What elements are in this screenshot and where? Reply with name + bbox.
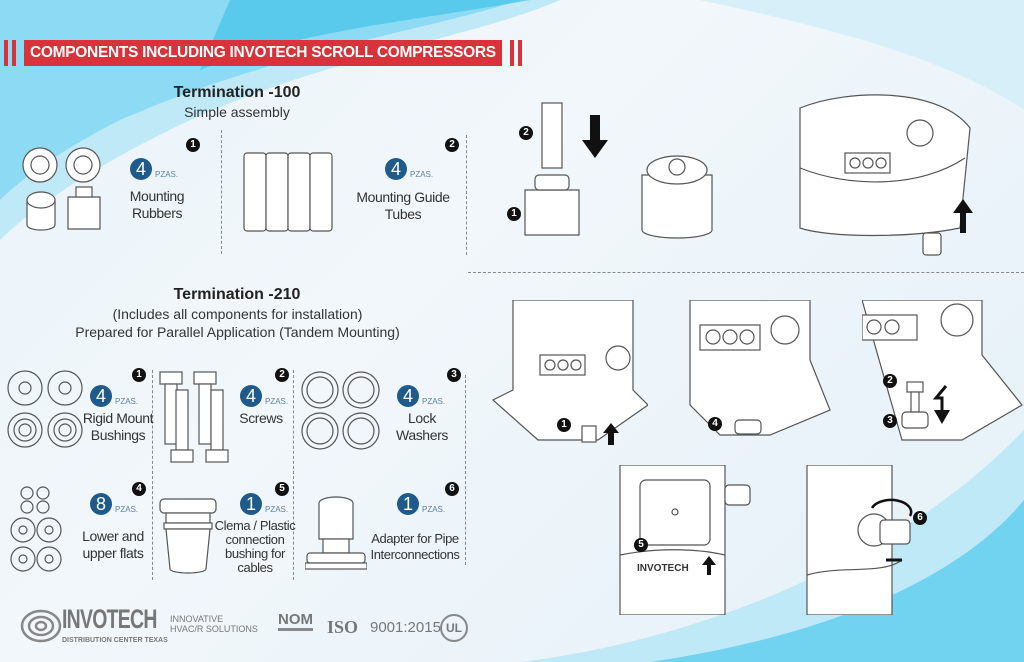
footer-brand-sub: DISTRIBUTION CENTER TEXAS: [62, 637, 168, 644]
termination-210-subtitle-1: (Includes all components for installatio…: [112, 306, 363, 322]
callout-badge: 1: [557, 418, 571, 432]
item-number-badge: 2: [445, 138, 459, 152]
compressor-step6-diagram: [806, 465, 913, 615]
callout-badge: 3: [883, 414, 897, 428]
iso-logo: ISO: [327, 617, 359, 637]
compressor-step5-diagram: INVOTECH: [619, 465, 751, 615]
flats-image: [10, 486, 62, 572]
compressor-base-diagram: [799, 94, 973, 256]
item-number-badge: 1: [132, 368, 146, 382]
callout-badge: 6: [913, 511, 927, 525]
header-title: COMPONENTS INCLUDING INVOTECH SCROLL COM…: [24, 40, 502, 66]
callout-badge: 4: [708, 417, 722, 431]
item-number-badge: 3: [447, 368, 461, 382]
ul-logo: UL: [440, 614, 468, 642]
item-number-badge: 6: [445, 482, 459, 496]
invotech-logo-swirl-icon: [20, 609, 62, 643]
termination-210-subtitle-2: Prepared for Parallel Application (Tande…: [75, 324, 400, 340]
screws-image: [159, 371, 229, 463]
compressor-brand-label: INVOTECH: [637, 563, 689, 574]
item-label-screws: Screws: [239, 410, 283, 426]
guide-tubes-image: [243, 152, 333, 232]
rigid-mount-bushings-image: [7, 370, 83, 448]
cable-bushing-image: [159, 498, 217, 574]
lock-washers-image: [301, 371, 380, 450]
item-number-badge: 5: [275, 482, 289, 496]
callout-badge: 1: [507, 207, 521, 221]
guide-tube-insertion-diagram: [524, 102, 608, 236]
callout-badge: 2: [883, 374, 897, 388]
nom-logo: NOM: [278, 612, 313, 631]
mounting-rubber-diagram: [641, 155, 713, 239]
footer-brand: INVOTECH: [62, 604, 157, 634]
callout-badge: 2: [519, 126, 533, 140]
compressor-step2-diagram: [689, 300, 831, 436]
item-number-badge: 1: [186, 138, 200, 152]
iso-number: 9001:2015: [370, 619, 441, 636]
pipe-adapter-image: [305, 496, 367, 570]
termination-100-title: Termination -100: [173, 84, 301, 101]
termination-210-title: Termination -210: [173, 286, 301, 303]
termination-100-subtitle: Simple assembly: [184, 104, 290, 120]
mounting-rubbers-image: [22, 147, 101, 231]
callout-badge: 5: [634, 538, 648, 552]
compressor-step1-diagram: [491, 300, 648, 445]
header-banner: COMPONENTS INCLUDING INVOTECH SCROLL COM…: [4, 40, 522, 66]
item-number-badge: 4: [132, 482, 146, 496]
compressor-step3-diagram: [862, 300, 1023, 441]
item-number-badge: 2: [275, 368, 289, 382]
